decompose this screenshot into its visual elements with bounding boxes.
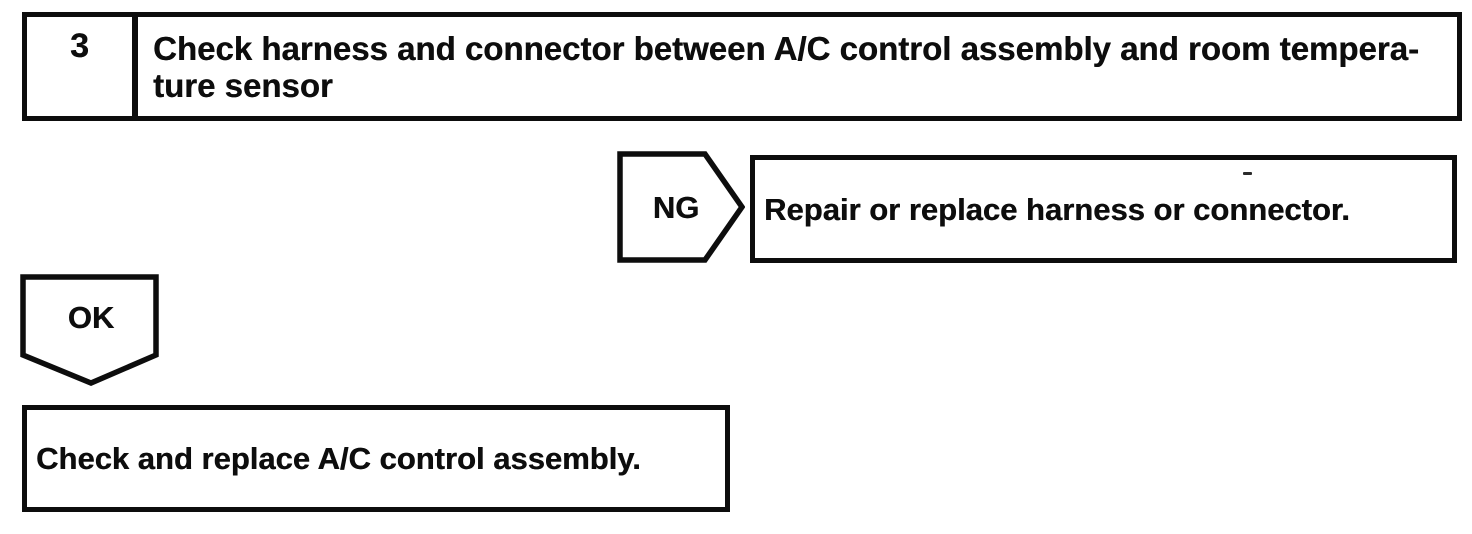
result-text: Check and replace A/C control assembly. <box>36 441 641 476</box>
ng-branch-connector: NG <box>617 151 745 263</box>
scan-speck <box>1243 172 1252 175</box>
ok-pentagon-shape <box>20 274 159 386</box>
ok-label: OK <box>67 299 115 335</box>
ng-action-box: Repair or replace harness or connector. <box>750 155 1457 263</box>
result-box: Check and replace A/C control assembly. <box>22 405 730 512</box>
step-instruction: Check harness and connector between A/C … <box>153 30 1419 104</box>
ng-pentagon-right-arrow-icon <box>617 151 745 263</box>
step-number: 3 <box>70 27 89 65</box>
step-number-cell: 3 <box>27 17 138 116</box>
ok-pentagon-down-arrow-icon <box>20 274 159 386</box>
ng-action-text: Repair or replace harness or connector. <box>764 191 1350 227</box>
ok-branch-connector: OK <box>20 274 162 386</box>
step-box: 3 Check harness and connector between A/… <box>22 12 1462 121</box>
ng-pentagon-shape <box>617 151 745 263</box>
ng-label: NG <box>652 189 700 225</box>
